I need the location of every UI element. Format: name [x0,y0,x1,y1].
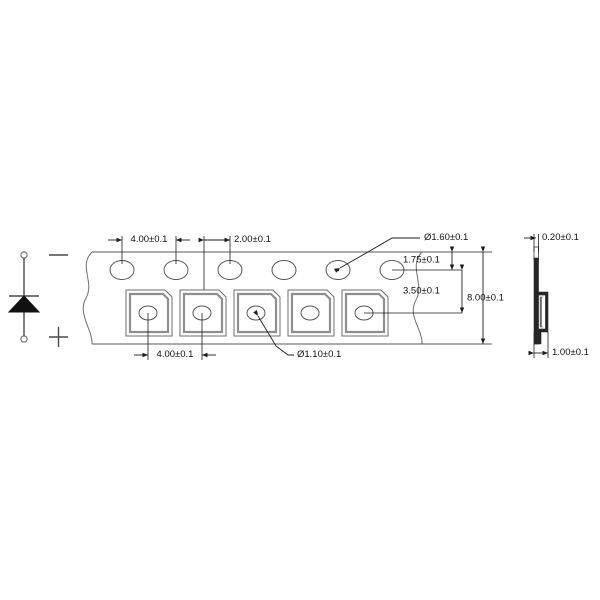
pocket-row [125,289,389,337]
pocket-hole-center-mark [254,311,258,315]
sprocket-hole-row [109,260,405,280]
tape-top-view [82,251,423,345]
dim-sprocket-pitch: 4.00±0.1 [108,234,190,264]
pocket-hole [300,305,320,321]
pocket [125,289,173,337]
dim-label-tape-thickness: 0.20±0.1 [542,232,579,243]
dim-sprocket-hole-dia: Ø1.60±0.1 [333,232,468,273]
dim-pocket-depth: 1.00±0.1 [528,332,589,358]
dim-sprocket-to-pocket-center: 3.50±0.1 [364,264,465,314]
tape-side-view: 0.20±0.1 1.00±0.1 [524,232,589,358]
dim-label-sprocket-hole-dia: Ø1.60±0.1 [424,232,468,243]
pocket [179,289,227,337]
dim-label-pocket-depth: 1.00±0.1 [552,347,589,358]
diode-triangle [7,295,41,313]
cathode-terminal-node [20,251,28,259]
dim-label-sprocket-pitch: 4.00±0.1 [131,234,168,245]
sprocket-hole-center-mark [336,268,340,272]
sprocket-hole [271,260,297,280]
dim-label-pocket-pitch: 4.00±0.1 [157,349,194,360]
diode-symbol [7,251,68,347]
dim-label-sprocket-to-pocket-center: 3.50±0.1 [403,286,440,297]
dim-label-pocket-hole-dia: Ø1.10±0.1 [297,349,341,360]
dim-edge-to-sprocket-center: 1.75±0.1 [392,246,462,271]
anode-terminal-node [20,335,28,343]
dim-pocket-hole-dia: Ø1.10±0.1 [253,309,341,360]
break-line-left [82,251,93,345]
break-line-right [412,251,423,345]
dim-label-edge-to-sprocket-center: 1.75±0.1 [403,255,440,266]
dim-sprocket-to-pocket-offset: 2.00±0.1 [198,234,271,290]
pocket [287,289,335,337]
dim-pocket-pitch: 4.00±0.1 [134,313,216,360]
pocket [233,289,281,337]
dim-tape-width: 8.00±0.1 [422,246,504,345]
dim-label-sprocket-offset: 2.00±0.1 [234,234,271,245]
dim-label-tape-width: 8.00±0.1 [467,293,504,304]
dim-tape-thickness: 0.20±0.1 [524,232,579,252]
plus-sign-icon [49,327,68,347]
